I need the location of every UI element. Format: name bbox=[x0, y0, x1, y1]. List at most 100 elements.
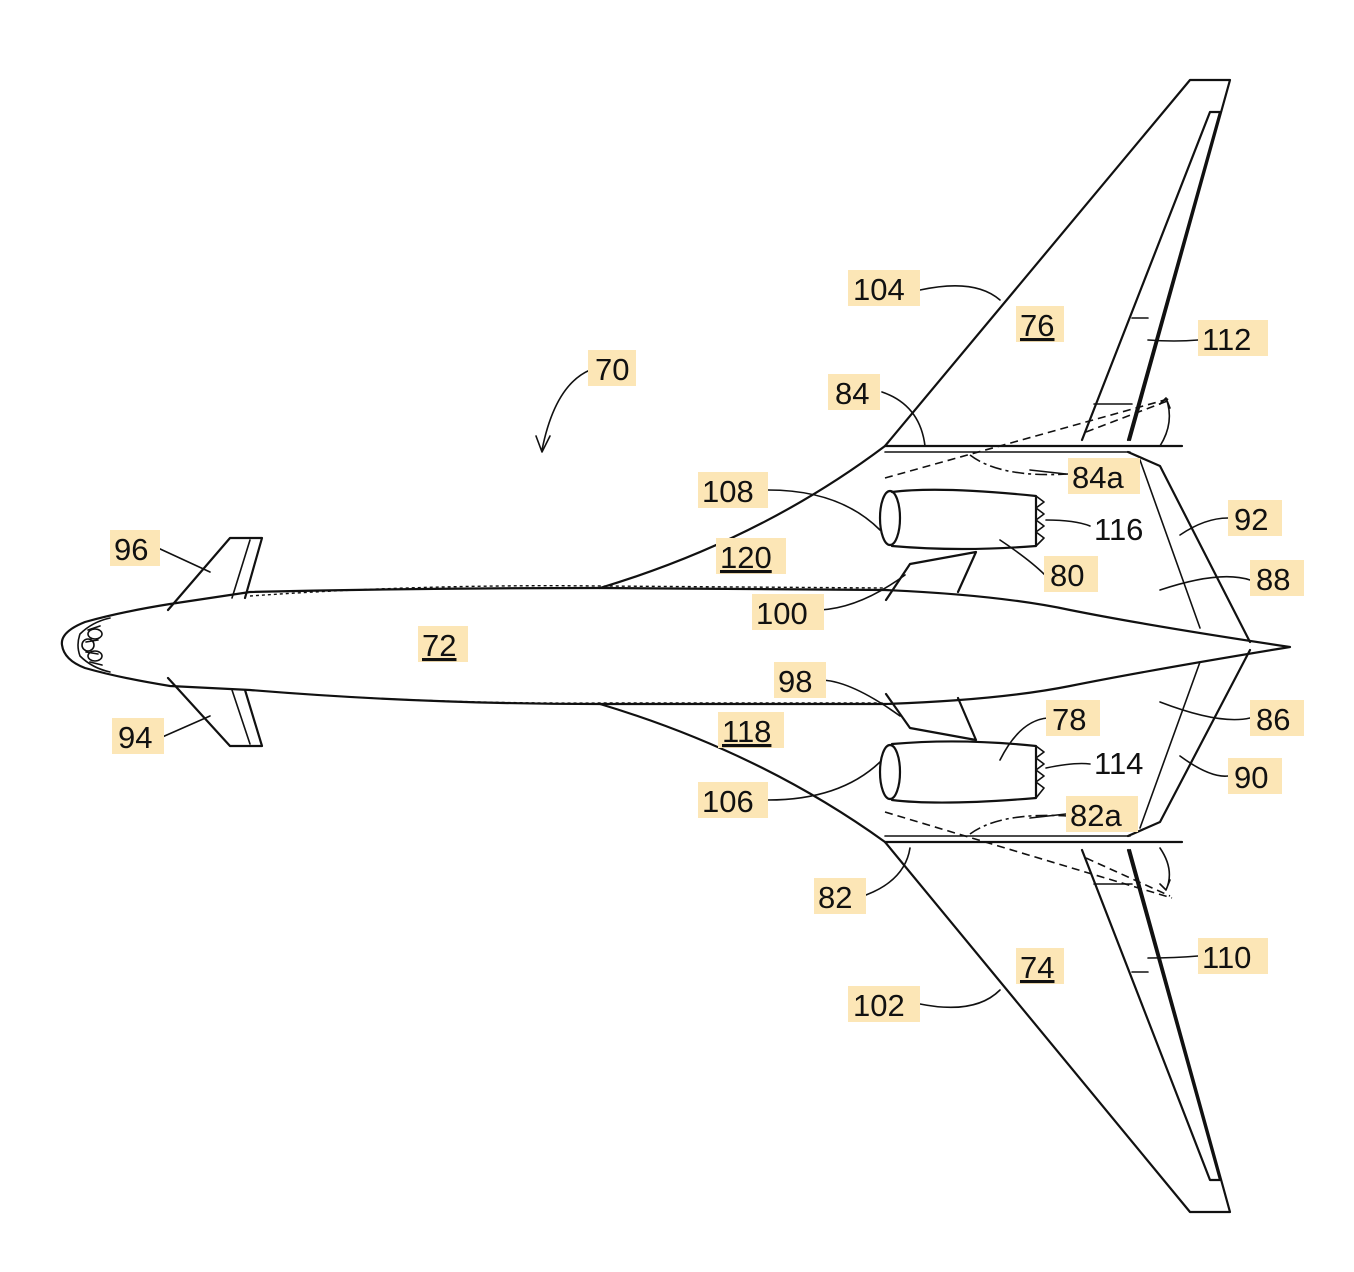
upper-engine-inlet bbox=[878, 489, 902, 547]
canard-upper bbox=[166, 536, 264, 612]
highlight-76 bbox=[1016, 306, 1064, 342]
leader-92 bbox=[1179, 517, 1229, 536]
label-84: 84 bbox=[835, 376, 869, 411]
leader-82a bbox=[1029, 813, 1067, 819]
lower-pylon bbox=[884, 692, 978, 742]
highlight-106 bbox=[698, 782, 768, 818]
upper-engine-nozzle bbox=[1035, 495, 1045, 547]
lower-engine-nozzle bbox=[1035, 745, 1045, 799]
leader-84 bbox=[881, 391, 926, 447]
label-116: 116 bbox=[1094, 512, 1143, 547]
highlight-108 bbox=[698, 472, 768, 508]
fuselage-outline bbox=[60, 586, 1292, 706]
leader-84a bbox=[1029, 469, 1067, 475]
highlight-84a bbox=[1068, 458, 1140, 494]
upper-window-row bbox=[249, 585, 886, 597]
highlight-96 bbox=[110, 530, 160, 566]
lower-window-row bbox=[249, 689, 885, 704]
leader-94 bbox=[159, 715, 211, 739]
leader-88 bbox=[1159, 575, 1251, 591]
leader-102 bbox=[919, 989, 1001, 1009]
highlight-86 bbox=[1250, 700, 1304, 736]
upper-tail-inner bbox=[1139, 459, 1201, 629]
highlight-82a bbox=[1066, 796, 1138, 832]
highlight-100 bbox=[752, 594, 824, 630]
highlight-78 bbox=[1046, 700, 1100, 736]
upper-flap-hinge bbox=[969, 454, 1069, 476]
leader-108 bbox=[767, 489, 881, 531]
canard-lower-edge bbox=[231, 689, 251, 745]
leader-114 bbox=[1045, 762, 1091, 769]
label-78: 78 bbox=[1052, 702, 1086, 737]
label-110: 110 bbox=[1202, 940, 1251, 975]
label-90: 90 bbox=[1234, 760, 1268, 795]
cockpit-window-c bbox=[87, 650, 103, 662]
highlight-110 bbox=[1198, 938, 1268, 974]
leader-86 bbox=[1159, 701, 1251, 721]
lower-aileron bbox=[1080, 848, 1222, 1182]
lower-engine-nacelle bbox=[890, 740, 1038, 804]
highlight-84 bbox=[828, 374, 880, 410]
highlight-94 bbox=[112, 718, 164, 754]
highlight-112 bbox=[1198, 320, 1268, 356]
canard-lower bbox=[166, 676, 264, 748]
label-82: 82 bbox=[818, 880, 852, 915]
lower-flap-deflected bbox=[884, 811, 1173, 899]
leader-90 bbox=[1179, 755, 1229, 777]
upper-aileron bbox=[1080, 110, 1222, 442]
label-100: 100 bbox=[756, 596, 808, 631]
lower-engine-inlet bbox=[878, 743, 902, 801]
highlight-70 bbox=[588, 350, 636, 386]
leader-82 bbox=[865, 847, 911, 896]
leader-78 bbox=[999, 717, 1049, 761]
label-108: 108 bbox=[702, 474, 754, 509]
highlight-90 bbox=[1228, 758, 1282, 794]
label-118: 118 bbox=[722, 714, 771, 749]
highlight-104 bbox=[848, 270, 920, 306]
highlight-118 bbox=[718, 712, 784, 748]
leader-104 bbox=[919, 285, 1001, 301]
leader-110 bbox=[1147, 955, 1199, 959]
leader-70 bbox=[541, 369, 591, 451]
highlight-74 bbox=[1016, 948, 1064, 984]
lower-deflection-arrow bbox=[1159, 847, 1171, 891]
lower-tail bbox=[1126, 648, 1252, 838]
highlight-92 bbox=[1228, 500, 1282, 536]
canard-upper-edge bbox=[231, 539, 251, 599]
label-94: 94 bbox=[118, 720, 152, 755]
leader-100 bbox=[819, 574, 906, 611]
label-80: 80 bbox=[1050, 558, 1084, 593]
label-104: 104 bbox=[853, 272, 905, 307]
highlight-82 bbox=[814, 878, 866, 914]
leader-98 bbox=[819, 679, 901, 717]
label-112: 112 bbox=[1202, 322, 1251, 357]
label-72: 72 bbox=[422, 628, 456, 663]
label-120: 120 bbox=[720, 540, 772, 575]
highlight-120 bbox=[716, 538, 786, 574]
highlight-72 bbox=[418, 626, 468, 662]
label-114: 114 bbox=[1094, 746, 1143, 781]
leader-116 bbox=[1045, 519, 1091, 527]
highlight-98 bbox=[774, 662, 826, 698]
label-70: 70 bbox=[595, 352, 629, 387]
leader-80 bbox=[999, 539, 1046, 576]
leader-106 bbox=[767, 761, 881, 801]
label-98: 98 bbox=[778, 664, 812, 699]
upper-flap-deflected bbox=[884, 397, 1173, 479]
highlight-80 bbox=[1044, 556, 1098, 592]
upper-pylon bbox=[884, 550, 978, 602]
upper-deflection-arrow bbox=[1159, 397, 1171, 447]
lower-tail-inner bbox=[1139, 661, 1201, 829]
leader-112 bbox=[1147, 339, 1199, 342]
label-96: 96 bbox=[114, 532, 148, 567]
upper-engine-nacelle bbox=[890, 488, 1038, 551]
cockpit-window-b bbox=[81, 638, 95, 652]
upper-tail bbox=[1126, 450, 1252, 644]
label-74: 74 bbox=[1020, 950, 1054, 985]
label-84a: 84a bbox=[1072, 460, 1124, 495]
label-86: 86 bbox=[1256, 702, 1290, 737]
cockpit-window-a bbox=[87, 628, 103, 640]
label-76: 76 bbox=[1020, 308, 1054, 343]
leader-70-arrow bbox=[535, 435, 551, 453]
